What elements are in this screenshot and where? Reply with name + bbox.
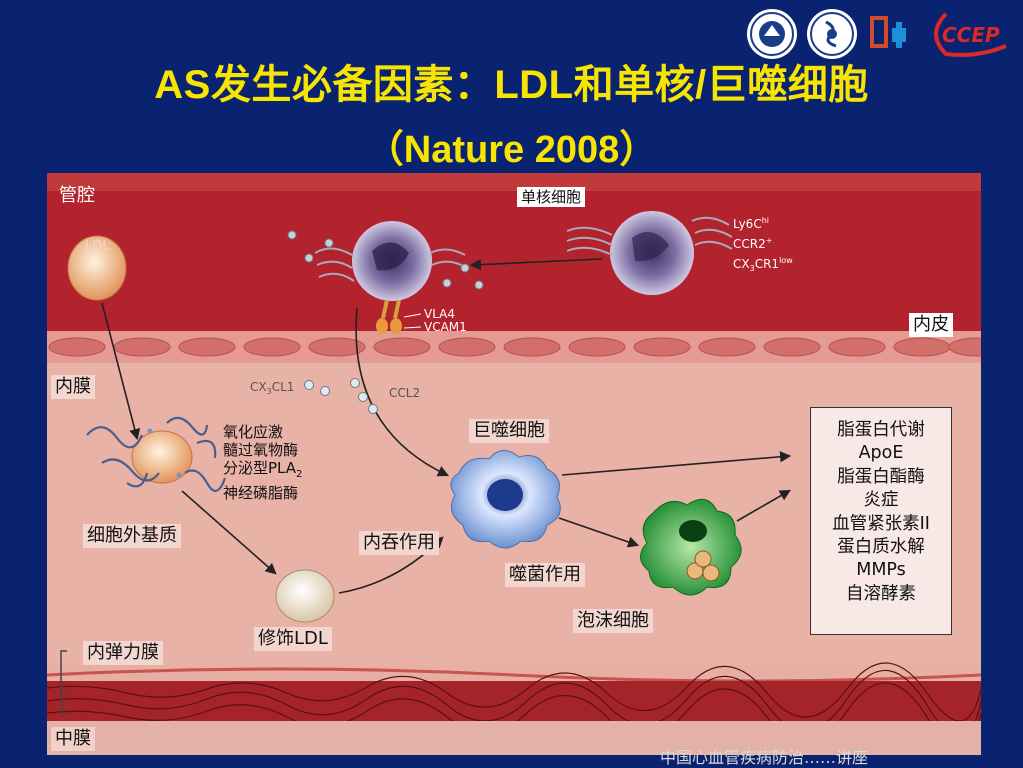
hospital-logo: [807, 9, 857, 59]
endocytosis-label: 内吞作用: [359, 531, 439, 555]
macrophage-cell: [450, 450, 561, 549]
endothelium-label: 内皮: [909, 313, 953, 337]
lumen-label: 管腔: [59, 185, 95, 206]
function-item: 蛋白质水解: [837, 537, 925, 558]
function-item: 脂蛋白代谢: [837, 420, 925, 440]
vcam1-label: VCAM1: [424, 320, 467, 334]
media-label: 中膜: [51, 727, 95, 751]
function-item: 炎症: [863, 490, 899, 511]
intima-label: 内膜: [51, 375, 95, 399]
vla4-label: VLA4: [424, 307, 455, 321]
phagocytosis-label: 噬菌作用: [505, 563, 585, 587]
macrophage-functions-box: 脂蛋白代谢 ApoE 脂蛋白酯酶 炎症 血管紧张素II 蛋白质水解 MMPs 自…: [810, 407, 952, 635]
cx3cl1-label: CX3CL1: [250, 380, 294, 396]
monocyte-label: 单核细胞: [517, 187, 586, 207]
monocyte-cell: [566, 211, 733, 295]
ldl-label: LDL: [85, 239, 110, 254]
modified-ldl-label: 修饰LDL: [254, 627, 332, 651]
medical-cross-logo: [870, 16, 906, 48]
function-item: MMPs: [856, 560, 906, 581]
svg-text:CCR2+: CCR2+: [733, 236, 772, 251]
ccl2-label: CCL2: [389, 386, 420, 400]
adhesion-markers: VLA4 VCAM1: [403, 307, 467, 334]
ccep-logo: CCEP: [934, 12, 1007, 57]
function-item: 血管紧张素II: [832, 513, 930, 534]
modified-ldl-particle: [275, 569, 335, 623]
function-item: ApoE: [858, 443, 904, 464]
slide-footer: 中国心血管疾病防治……讲座: [660, 748, 869, 767]
chemokine-labels: CX3CL1 CCL2: [250, 380, 420, 400]
slide-title: AS发生必备因素：LDL和单核/巨噬细胞: [154, 63, 869, 107]
ldl-in-matrix: [86, 416, 227, 492]
foam-cell-label: 泡沫细胞: [573, 609, 653, 633]
svg-text:CCEP: CCEP: [942, 23, 1000, 47]
lumen-region: [47, 173, 981, 335]
slide-subtitle: （Nature 2008）: [365, 129, 658, 171]
university-seal-logo: [747, 9, 797, 59]
extracellular-matrix-label: 细胞外基质: [83, 524, 181, 548]
ldl-particle: [67, 235, 127, 301]
function-item: 脂蛋白酯酶: [837, 466, 925, 487]
enzymes-list: 氧化应激 髓过氧物酶 分泌型PLA2 神经磷脂酶: [223, 423, 303, 502]
adhering-monocyte: [314, 221, 468, 334]
media-layer: [47, 662, 981, 755]
svg-text:Ly6Chi: Ly6Chi: [733, 216, 769, 231]
foam-cell: [640, 498, 742, 596]
endothelium-layer: [47, 331, 981, 363]
logo-bar: CCEP: [747, 9, 1007, 59]
monocyte-markers: Ly6Chi CCR2+ CX3CR1low: [733, 216, 793, 273]
svg-text:CX3CR1low: CX3CR1low: [733, 256, 793, 273]
macrophage-label: 巨噬细胞: [469, 419, 549, 443]
function-item: 自溶酵素: [846, 583, 916, 604]
internal-elastic-lamina-label: 内弹力膜: [83, 641, 163, 665]
